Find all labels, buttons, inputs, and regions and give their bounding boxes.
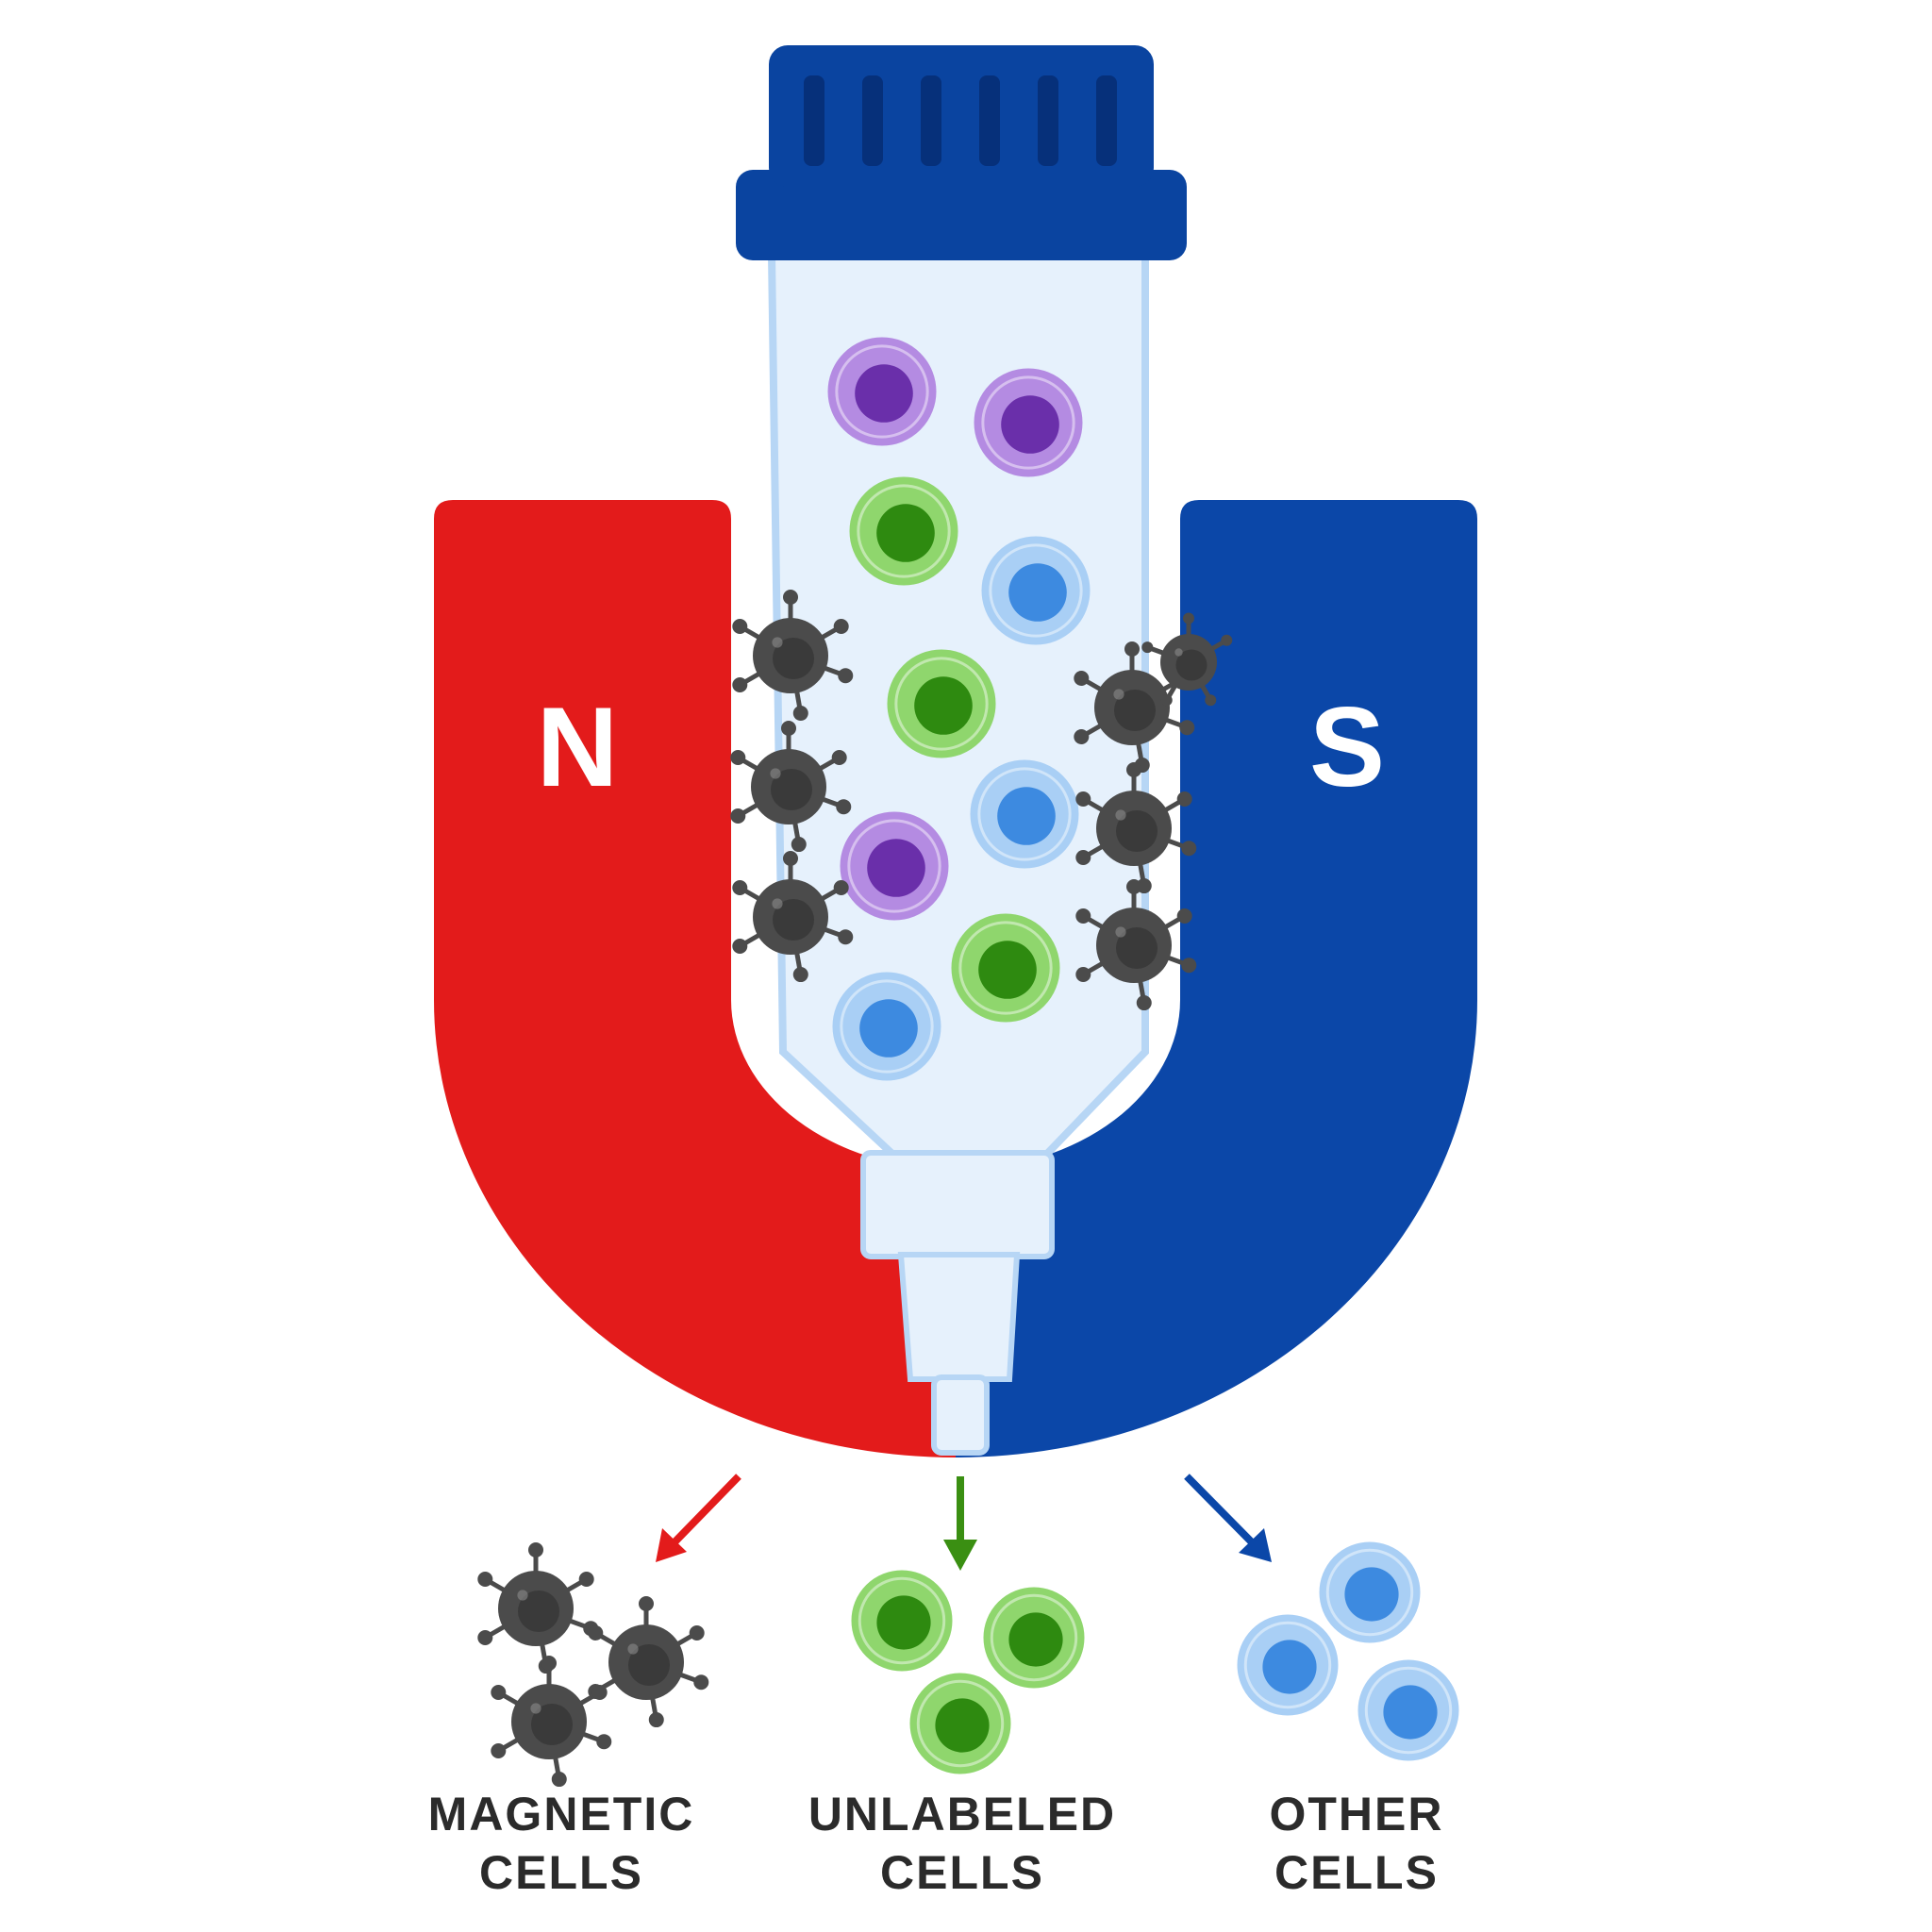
- tube-cap-top: [769, 45, 1154, 187]
- tube-tip-middle: [897, 1252, 1021, 1382]
- purple-cell: [974, 368, 1083, 477]
- blue-cell: [981, 536, 1091, 645]
- cap-ridge: [979, 75, 1000, 166]
- south-label: S: [1309, 684, 1385, 810]
- caption-other-line2: CELLS: [1274, 1846, 1439, 1899]
- caption-other-line1: OTHER: [1270, 1788, 1444, 1840]
- cap-ridge: [1038, 75, 1058, 166]
- magnetic-cell: [1074, 641, 1195, 774]
- arrow-other: [1184, 1474, 1272, 1562]
- green-cell: [951, 913, 1060, 1023]
- purple-cell: [840, 811, 949, 921]
- magnetic-cell: [732, 851, 854, 983]
- caption-magnetic-line1: MAGNETIC: [428, 1788, 695, 1840]
- tube-cap-rim: [736, 170, 1187, 260]
- cap-ridge: [921, 75, 941, 166]
- north-label: N: [537, 684, 619, 810]
- blue-cell: [832, 972, 941, 1081]
- green-cell: [983, 1587, 1085, 1689]
- tube-tip-nozzle: [931, 1374, 990, 1456]
- cap-ridge: [862, 75, 883, 166]
- magnet-north-pole: [434, 500, 956, 1457]
- green-cell: [887, 649, 996, 758]
- green-cell: [909, 1673, 1011, 1774]
- magnetic-cell: [730, 721, 852, 853]
- tube-tip-upper: [860, 1150, 1055, 1259]
- magnetic-cell: [732, 590, 854, 722]
- green-cell: [849, 476, 958, 586]
- magnetic-cell: [1075, 762, 1197, 894]
- arrow-magnetic: [656, 1474, 741, 1562]
- caption-unlabeled-line2: CELLS: [880, 1846, 1044, 1899]
- magnetic-cell: [491, 1656, 612, 1788]
- cells-layer: [477, 337, 1459, 1788]
- cap-ridge: [804, 75, 824, 166]
- blue-cell: [1237, 1614, 1339, 1716]
- green-cell: [851, 1570, 953, 1672]
- magnetic-cell: [477, 1542, 599, 1674]
- arrow-unlabeled: [943, 1476, 977, 1571]
- magnetic-cell: [588, 1596, 709, 1728]
- cap-ridge: [1096, 75, 1117, 166]
- caption-magnetic-line2: CELLS: [479, 1846, 643, 1899]
- blue-cell: [1357, 1659, 1459, 1761]
- horseshoe-magnet: N S: [434, 500, 1477, 1457]
- blue-cell: [970, 759, 1079, 869]
- caption-unlabeled-line1: UNLABELED: [808, 1788, 1116, 1840]
- magnet-south-pole: [956, 500, 1477, 1457]
- blue-cell: [1319, 1541, 1421, 1643]
- output-captions: MAGNETIC CELLS UNLABELED CELLS OTHER CEL…: [428, 1788, 1444, 1899]
- magnetic-cell: [1141, 612, 1233, 707]
- purple-cell: [827, 337, 937, 446]
- cap-ridges: [804, 75, 1117, 166]
- magnetic-cell: [1075, 879, 1197, 1011]
- output-arrows: [656, 1474, 1272, 1571]
